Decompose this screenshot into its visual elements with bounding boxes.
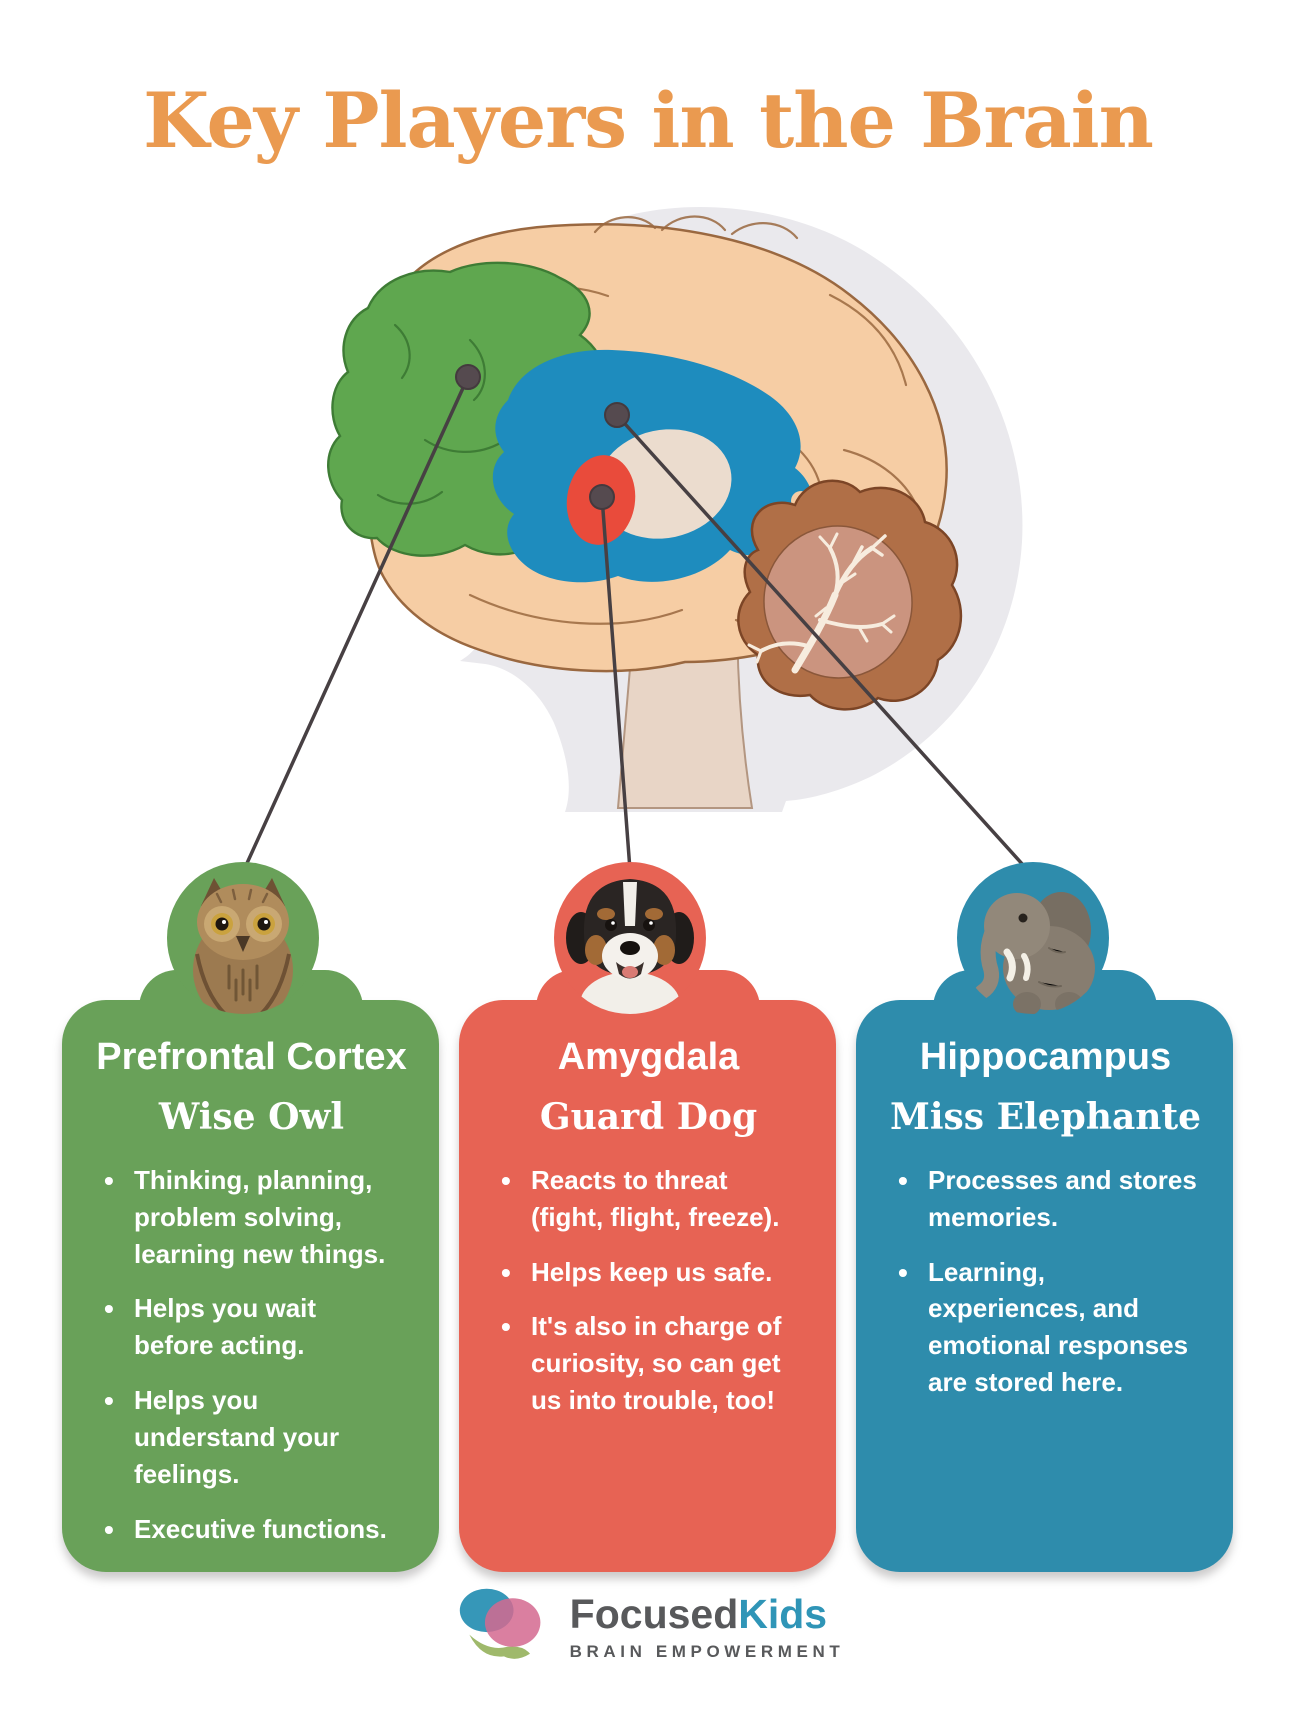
card-hippocampus: Hippocampus Miss Elephante Processes and… xyxy=(856,970,1233,1572)
arbor-vitae xyxy=(747,532,896,674)
brand-brain-icon xyxy=(459,1588,541,1659)
card-title: Prefrontal Cortex xyxy=(96,1036,407,1078)
card-bullets: Thinking, planning, problem solving, lea… xyxy=(92,1161,411,1550)
owl-icon xyxy=(193,878,293,1014)
connector-amygdala xyxy=(600,495,632,872)
brand-tagline: BRAIN EMPOWERMENT xyxy=(569,1641,845,1661)
card-subtitle: Wise Owl xyxy=(158,1095,345,1138)
footer-logo: FocusedKids BRAIN EMPOWERMENT xyxy=(0,1582,1296,1670)
bullet-item: Helps keep us safe. xyxy=(491,1253,808,1293)
card-prefrontal-cortex: Prefrontal Cortex Wise Owl Thinking, pla… xyxy=(62,970,439,1572)
bullet-item: Learning, experiences, and emotional res… xyxy=(888,1253,1205,1402)
connector-dots xyxy=(455,364,630,510)
elephant-icon xyxy=(974,892,1095,1014)
connector-prefrontal xyxy=(241,375,470,874)
brain-illustration xyxy=(140,200,1180,880)
elephant-plush-photo xyxy=(957,862,1109,1014)
bullet-item: Processes and stores memories. xyxy=(888,1161,1205,1236)
bullet-item: Helps you wait before acting. xyxy=(94,1289,411,1364)
brain-diagram xyxy=(241,206,1035,878)
page-title: Key Players in the Brain xyxy=(143,76,1154,165)
brand-name: FocusedKids xyxy=(570,1591,845,1638)
brand-name-secondary: Kids xyxy=(738,1590,828,1637)
brand-name-primary: Focused xyxy=(569,1590,739,1637)
dog-icon xyxy=(566,879,694,1014)
card-bullets: Reacts to threat (fight, flight, freeze)… xyxy=(489,1161,808,1419)
card-title: Amygdala xyxy=(557,1036,740,1078)
bullet-item: Reacts to threat (fight, flight, freeze)… xyxy=(491,1161,808,1236)
dog-plush-photo xyxy=(554,862,706,1014)
card-subtitle: Miss Elephante xyxy=(890,1095,1201,1138)
bullet-item: Executive functions. xyxy=(94,1510,411,1550)
card-subtitle: Guard Dog xyxy=(539,1095,758,1138)
card-title: Hippocampus xyxy=(919,1036,1172,1078)
bullet-item: Helps you understand your feelings. xyxy=(94,1381,411,1493)
card-bullets: Processes and stores memories. Learning, … xyxy=(886,1161,1205,1402)
brand-text: FocusedKids BRAIN EMPOWERMENT xyxy=(570,1591,845,1662)
connector-hippocampus xyxy=(615,413,1035,878)
owl-plush-photo xyxy=(167,862,319,1014)
bullet-item: Thinking, planning, problem solving, lea… xyxy=(94,1161,411,1273)
bullet-item: It's also in charge of curiosity, so can… xyxy=(491,1307,808,1419)
card-amygdala: Amygdala Guard Dog Reacts to threat (fig… xyxy=(459,970,836,1572)
cerebellum xyxy=(737,479,963,711)
connector-lines xyxy=(241,375,1035,878)
